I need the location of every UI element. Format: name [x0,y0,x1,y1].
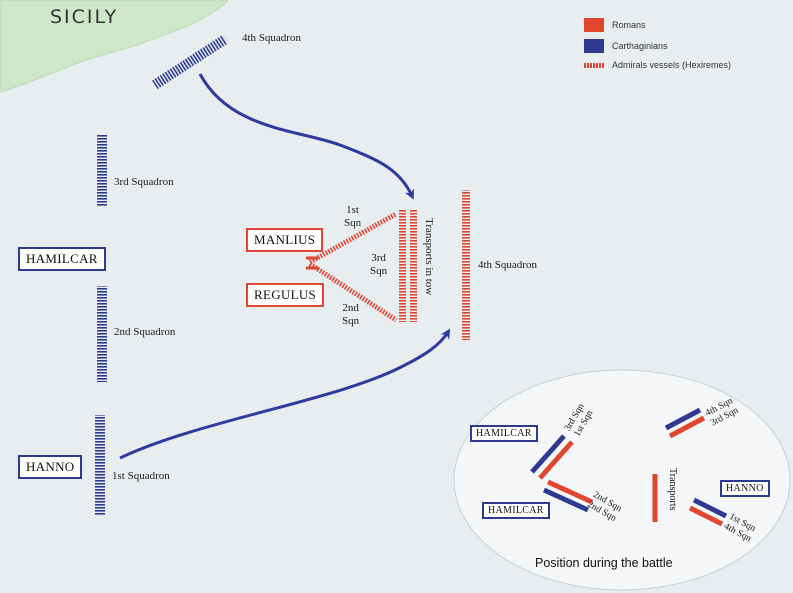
label-carthaginian-1st-squadron: 1st Squadron [112,470,170,482]
commander-manlius: MANLIUS [246,228,324,252]
inset-commander-hamilcar-bottom: HAMILCAR [482,502,550,519]
label-carthaginian-2nd-squadron: 2nd Squadron [114,326,176,338]
label-roman-transports: Transports in tow [423,218,435,296]
commander-hamilcar: HAMILCAR [18,247,106,271]
label-roman-1st-sqn-line2: Sqn [344,217,362,229]
roman-4th-squadron [462,190,470,340]
roman-transports [410,210,417,322]
label-roman-2nd-sqn-line2: Sqn [342,315,360,327]
inset-commander-hamilcar-top: HAMILCAR [470,425,538,442]
label-carthaginian-3rd-squadron: 3rd Squadron [114,176,174,188]
inset-label-transports: Transports [667,468,678,511]
movement-arrow-4th [198,73,415,200]
carthaginian-4th-squadron [152,34,228,90]
inset-caption: Position during the battle [535,556,673,570]
legend-label-carthaginians: Carthaginians [612,41,668,51]
legend-swatch-romans [584,18,604,32]
sicily-land [0,0,229,93]
inset-panel [453,369,791,591]
carthaginian-3rd-squadron [97,134,107,206]
carthaginian-2nd-squadron [97,286,107,382]
label-roman-4th-squadron: 4th Squadron [478,259,537,271]
label-roman-3rd-sqn-line2: Sqn [370,265,388,277]
legend-swatch-admirals [584,62,604,68]
legend-label-admirals: Admirals vessels (Hexiremes) [612,60,732,70]
carthaginian-1st-squadron [95,415,105,515]
inset-ships [530,407,728,527]
legend-item-romans: Romans [584,18,646,32]
legend-item-carthaginians: Carthaginians [584,39,668,53]
movement-arrow-1st [119,328,451,460]
legend-label-romans: Romans [612,20,646,30]
inset-commander-hanno: HANNO [720,480,770,497]
region-label-sicily: SICILY [50,6,119,28]
roman-3rd-squadron [399,210,406,322]
legend-swatch-carthaginians [584,39,604,53]
label-carthaginian-4th-squadron: 4th Squadron [242,32,301,44]
commander-hanno: HANNO [18,455,83,479]
label-roman-2nd-sqn: 2nd Sqn [342,302,359,328]
legend-item-admirals: Admirals vessels (Hexiremes) [584,60,731,70]
commander-regulus: REGULUS [246,283,325,307]
label-roman-3rd-sqn: 3rd Sqn [370,252,387,278]
roman-wedge [306,211,398,323]
label-roman-3rd-sqn-line1: 3rd [371,252,386,264]
label-roman-1st-sqn: 1st Sqn [344,204,361,230]
label-roman-1st-sqn-line1: 1st [346,204,359,216]
label-roman-2nd-sqn-line1: 2nd [342,302,359,314]
